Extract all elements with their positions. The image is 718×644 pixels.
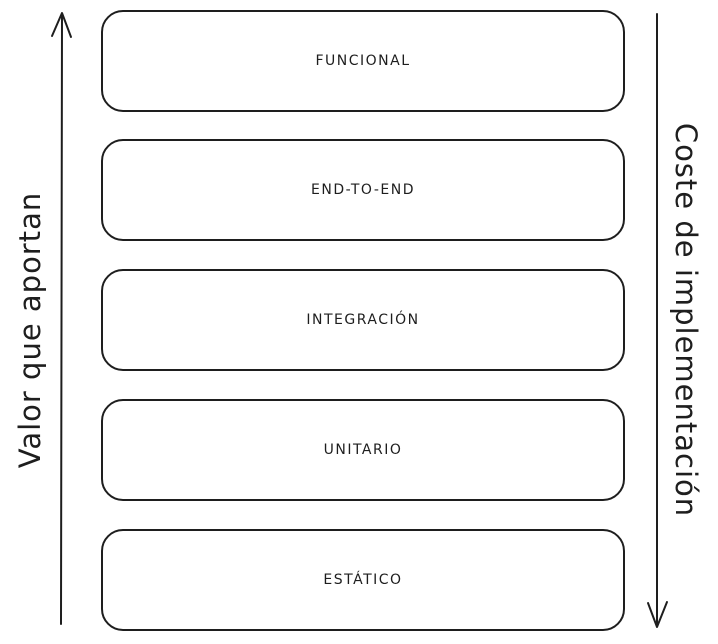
level-label: UNITARIO (323, 442, 403, 458)
level-box-funcional: FUNCIONAL (101, 10, 625, 112)
cost-axis-label: Coste de implementación (669, 122, 703, 518)
value-axis-label: Valor que aportan (13, 191, 47, 469)
level-box-end-to-end: END-TO-END (101, 139, 625, 241)
cost-arrow-down (647, 13, 668, 628)
level-label: END-TO-END (311, 182, 415, 198)
level-label: ESTÁTICO (323, 572, 403, 588)
level-label: FUNCIONAL (315, 53, 411, 69)
level-label: INTEGRACIÓN (306, 312, 420, 328)
level-box-unitario: UNITARIO (101, 399, 625, 501)
level-box-integracion: INTEGRACIÓN (101, 269, 625, 371)
level-box-estatico: ESTÁTICO (101, 529, 625, 631)
value-arrow-up (51, 12, 72, 625)
